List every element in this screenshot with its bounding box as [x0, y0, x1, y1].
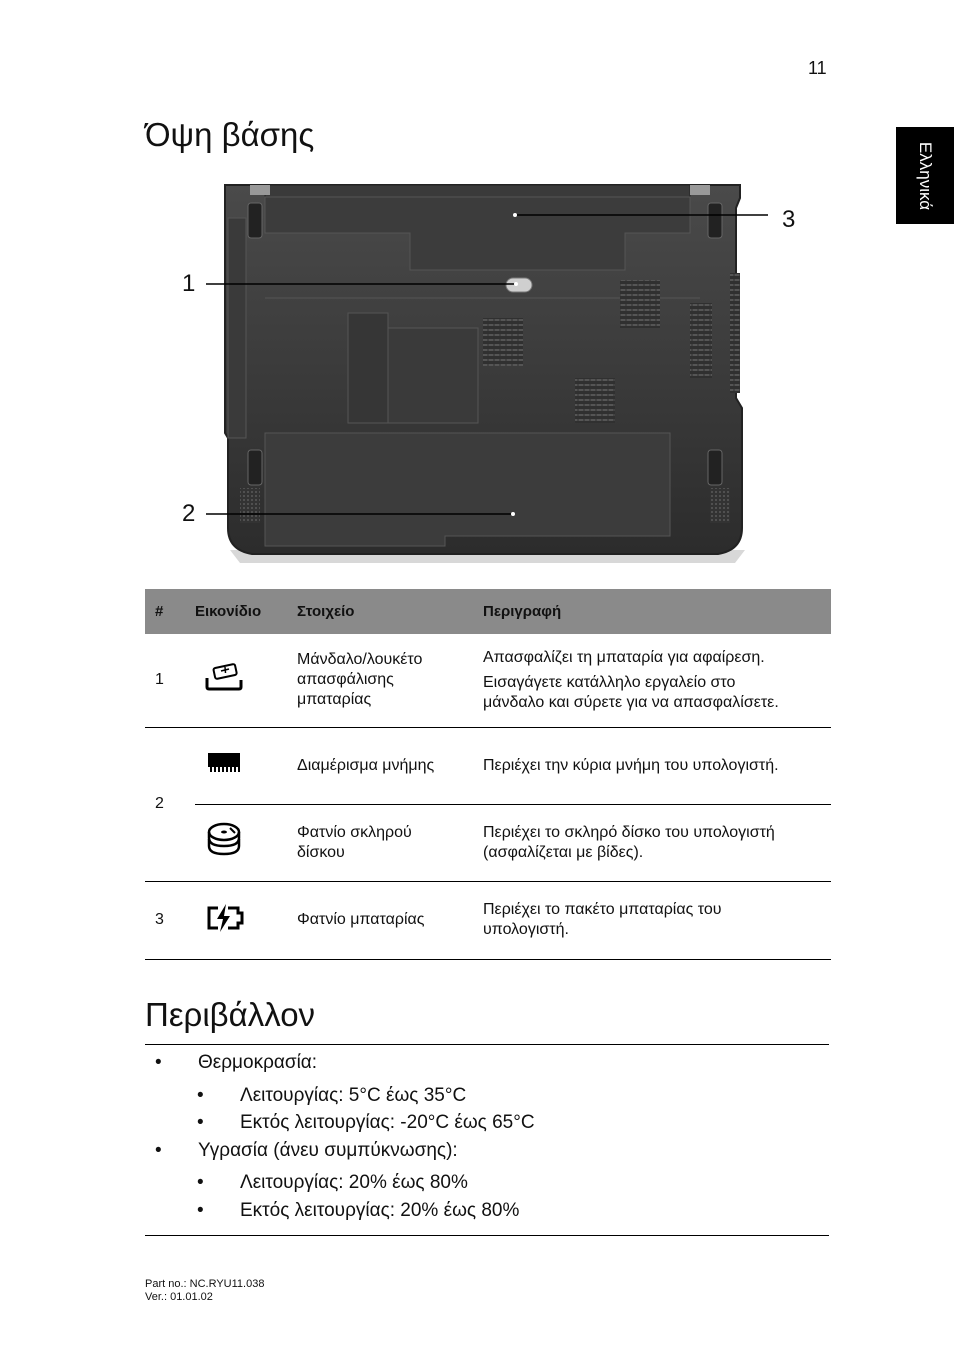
- list-item-text: Θερμοκρασία:: [198, 1052, 318, 1073]
- description-line: Απασφαλίζει τη μπαταρία για αφαίρεση.: [483, 648, 765, 666]
- description-line: Περιέχει την κύρια μνήμη του υπολογιστή.: [483, 756, 779, 774]
- table-header-row: # Εικονίδιο Στοιχείο Περιγραφή: [145, 589, 831, 634]
- list-item-text: Λειτουργίας: 5°C έως 35°C: [240, 1085, 467, 1106]
- description-line: (ασφαλίζεται με βίδες).: [483, 843, 644, 861]
- list-item-text: Υγρασία (άνευ συμπύκνωσης):: [198, 1140, 458, 1161]
- callout-3: 3: [782, 206, 796, 233]
- item-name-line: δίσκου: [297, 843, 345, 861]
- bullet-marker: •: [197, 1200, 204, 1221]
- part-number: Part no.: NC.RYU11.038: [145, 1278, 265, 1290]
- callout-2: 2: [182, 500, 196, 527]
- hard-disk-icon: [207, 822, 241, 856]
- divider: [145, 1044, 829, 1045]
- table-row: 3 Φατνίο μπαταρίας Περιέχει το πακέτο μπ…: [145, 881, 831, 960]
- list-item-text: Εκτός λειτουργίας: -20°C έως 65°C: [240, 1112, 535, 1133]
- description-line: υπολογιστή.: [483, 921, 569, 938]
- description-line: Εισαγάγετε κατάλληλο εργαλείο στο: [483, 673, 736, 691]
- language-tab: Ελληνικά: [896, 127, 954, 224]
- bullet-marker: •: [155, 1052, 162, 1073]
- row-number: 1: [145, 634, 195, 728]
- laptop-base-illustration: [206, 184, 768, 563]
- header-icon: Εικονίδιο: [195, 589, 297, 634]
- item-name-line: Φατνίο μπαταρίας: [297, 911, 425, 928]
- bullet-marker: •: [197, 1172, 204, 1193]
- parts-table: # Εικονίδιο Στοιχείο Περιγραφή 1 Μάνδαλο…: [145, 589, 831, 960]
- item-name-line: απασφάλισης: [297, 671, 394, 689]
- bullet-marker: •: [155, 1140, 162, 1161]
- item-name-line: Μάνδαλο/λουκέτο: [297, 651, 423, 669]
- table-row: Φατνίο σκληρού δίσκου Περιέχει το σκληρό…: [145, 804, 831, 882]
- row-number: 2: [145, 727, 195, 882]
- battery-lock-icon: [205, 662, 243, 691]
- version: Ver.: 01.01.02: [145, 1291, 213, 1303]
- page-number: 11: [808, 58, 827, 78]
- row-number: 3: [145, 881, 195, 960]
- list-item-text: Λειτουργίας: 20% έως 80%: [240, 1172, 468, 1193]
- description-line: μάνδαλο και σύρετε για να απασφαλίσετε.: [483, 693, 779, 711]
- header-number: #: [145, 589, 195, 634]
- table-row: 1 Μάνδαλο/λουκέτο απασφάλισης μπαταρίας …: [145, 634, 831, 728]
- memory-module-icon: [208, 753, 240, 772]
- item-name-line: μπαταρίας: [297, 691, 372, 709]
- bullet-marker: •: [197, 1112, 204, 1133]
- section-title-base-view: Όψη βάσης: [145, 116, 315, 153]
- header-description: Περιγραφή: [483, 589, 831, 634]
- callout-1: 1: [182, 270, 196, 297]
- header-item: Στοιχείο: [297, 589, 483, 634]
- item-name-line: Διαμέρισμα μνήμης: [297, 756, 435, 774]
- footer: Part no.: NC.RYU11.038 Ver.: 01.01.02: [145, 1278, 264, 1304]
- list-item-text: Εκτός λειτουργίας: 20% έως 80%: [240, 1200, 520, 1221]
- section-title-environment: Περιβάλλον: [145, 996, 316, 1033]
- language-tab-label: Ελληνικά: [916, 141, 935, 210]
- item-name-line: Φατνίο σκληρού: [297, 823, 412, 841]
- description-line: Περιέχει το σκληρό δίσκο του υπολογιστή: [483, 823, 775, 841]
- bullet-marker: •: [197, 1085, 204, 1106]
- battery-charge-icon: [207, 903, 244, 932]
- table-row: 2 Διαμέρισμα μνήμης Περιέχει την κύρια μ…: [145, 727, 831, 882]
- description-line: Περιέχει το πακέτο μπαταρίας του: [483, 901, 722, 918]
- divider: [145, 1235, 829, 1236]
